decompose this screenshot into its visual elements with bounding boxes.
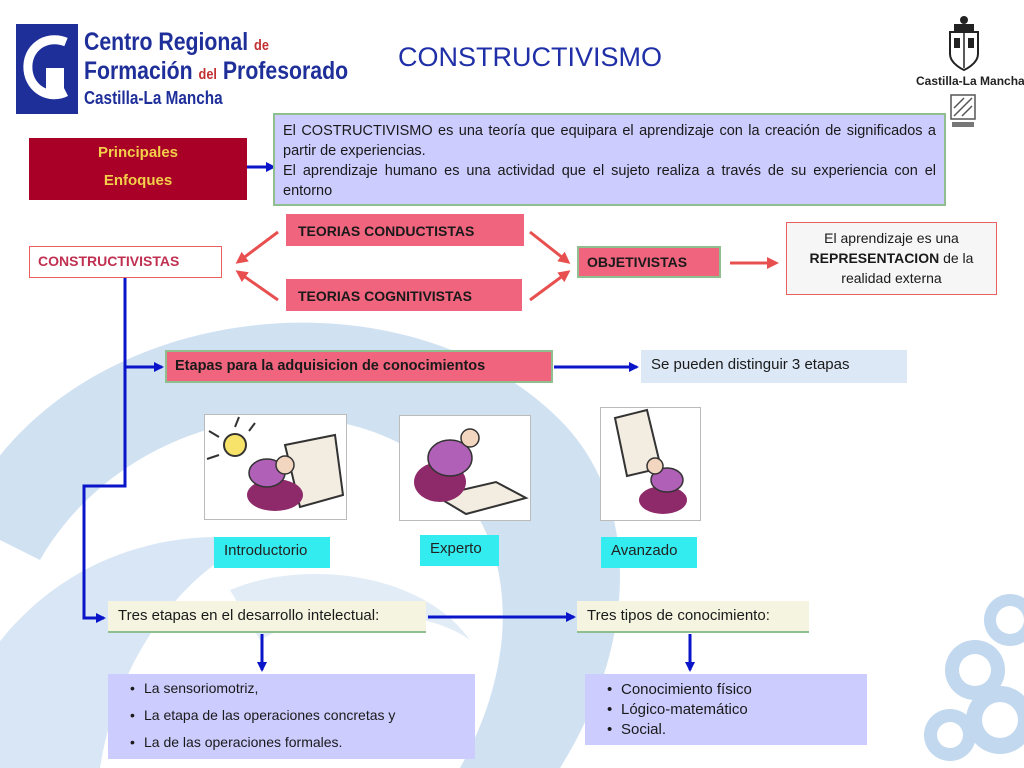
page-title: CONSTRUCTIVISMO — [397, 42, 662, 72]
connector-arrows — [82, 162, 779, 672]
logo-line2-mid: del — [198, 66, 217, 83]
definition-box: El COSTRUCTIVISMO es una teoría que equi… — [273, 113, 946, 206]
enfoques-line2: Enfoques — [103, 172, 173, 189]
definition-paragraph-1: El COSTRUCTIVISMO es una teoría que equi… — [283, 123, 936, 159]
stage-image-introductorio — [204, 414, 347, 520]
list-item: La de las operaciones formales. — [130, 734, 465, 750]
etapas-box: Etapas para la adquisicion de conocimien… — [165, 350, 553, 383]
arrow-red-3 — [529, 230, 571, 264]
objetivistas-box: OBJETIVISTAS — [577, 246, 721, 278]
tipos-box: Tres tipos de conocimiento: — [577, 601, 809, 633]
arrow-red-2 — [235, 270, 279, 302]
teorias-conductistas-box: TEORIAS CONDUCTISTAS — [286, 214, 524, 246]
desarrollo-list: La sensoriomotriz, La etapa de las opera… — [126, 680, 465, 750]
tipos-list-box: Conocimiento físico Lógico-matemático So… — [585, 674, 867, 745]
representacion-box: El aprendizaje es una REPRESENTACION de … — [786, 222, 997, 295]
list-item: La etapa de las operaciones concretas y — [130, 707, 465, 723]
crest-label: Castilla-La Mancha — [916, 74, 1024, 88]
arrow-red-1 — [235, 230, 279, 264]
stage-image-avanzado — [600, 407, 701, 521]
representacion-bold: REPRESENTACION — [809, 250, 940, 266]
arrow-red-4 — [529, 270, 571, 302]
castilla-crest: Castilla-La Mancha — [916, 14, 1024, 132]
representacion-pre: El aprendizaje es una — [824, 230, 959, 246]
list-item: Social. — [607, 720, 857, 740]
background-logo-pattern — [924, 594, 1024, 761]
stage-label-introductorio: Introductorio — [214, 537, 330, 568]
cfp-logo: Centro Regional de Formación del Profeso… — [16, 24, 348, 116]
list-item: La sensoriomotriz, — [130, 680, 465, 696]
logo-line2-end: Profesorado — [222, 57, 349, 85]
constructivistas-box: CONSTRUCTIVISTAS — [29, 246, 222, 278]
lightbulb-icon — [206, 416, 256, 460]
stage-label-experto: Experto — [420, 535, 499, 566]
list-item: Conocimiento físico — [607, 680, 857, 700]
representacion-post: de la realidad externa — [841, 250, 974, 286]
logo-line1: Centro Regional — [84, 28, 249, 56]
stage-image-experto — [399, 415, 531, 521]
trunk-blue — [82, 278, 127, 623]
enfoques-box: Principales Enfoques — [29, 138, 247, 200]
tipos-list: Conocimiento físico Lógico-matemático So… — [603, 680, 857, 740]
logo-line2: Formación — [84, 57, 193, 85]
enfoques-line1: Principales — [97, 144, 179, 161]
desarrollo-list-box: La sensoriomotriz, La etapa de las opera… — [108, 674, 475, 759]
logo-mark — [16, 24, 78, 114]
definition-paragraph-2: El aprendizaje humano es una actividad q… — [283, 163, 936, 199]
list-item: Lógico-matemático — [607, 700, 857, 720]
teorias-cognitivistas-box: TEORIAS COGNITIVISTAS — [286, 279, 522, 311]
tres-etapas-label: Se pueden distinguir 3 etapas — [641, 350, 907, 383]
stage-label-avanzado: Avanzado — [601, 537, 697, 568]
logo-line3: Castilla-La Mancha — [84, 88, 223, 108]
desarrollo-box: Tres etapas en el desarrollo intelectual… — [108, 601, 426, 633]
institution-icon — [950, 94, 976, 127]
crest-icon — [949, 16, 979, 72]
logo-line1-suffix: de — [254, 37, 269, 54]
